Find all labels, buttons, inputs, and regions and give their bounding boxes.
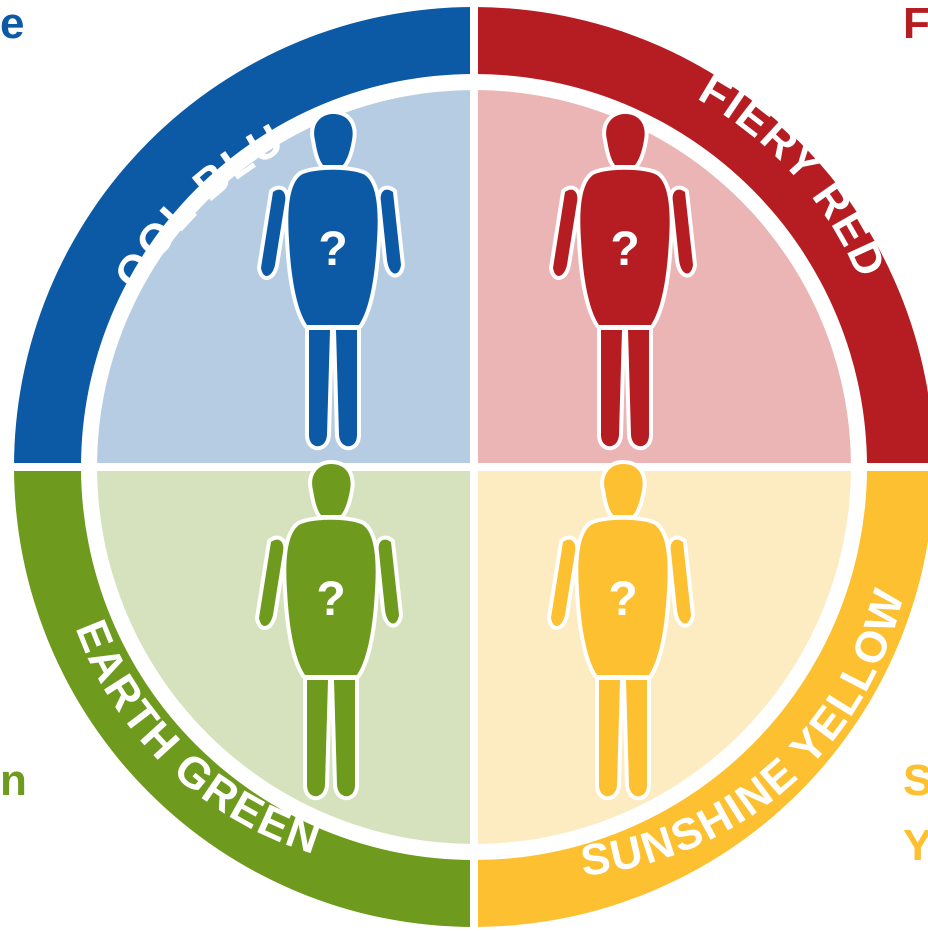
quadrant-cool-blue bbox=[97, 90, 474, 467]
corner-label-bottom-right-line2: Y bbox=[903, 821, 928, 870]
corner-label-bottom-right-line1: S bbox=[903, 756, 928, 805]
corner-label-top-right: F bbox=[903, 0, 928, 48]
question-mark: ? bbox=[318, 223, 347, 276]
person-question-icon-green: ? bbox=[259, 464, 399, 796]
question-mark: ? bbox=[608, 573, 637, 626]
person-question-icon-blue: ? bbox=[261, 114, 401, 446]
corner-label-top-left: e bbox=[0, 0, 24, 48]
corner-label-bottom-left: n bbox=[0, 756, 27, 805]
person-question-icon-red: ? bbox=[553, 114, 693, 446]
horizontal-divider bbox=[0, 463, 928, 471]
question-mark: ? bbox=[610, 223, 639, 276]
question-mark: ? bbox=[316, 573, 345, 626]
person-question-icon-yellow: ? bbox=[551, 464, 691, 796]
